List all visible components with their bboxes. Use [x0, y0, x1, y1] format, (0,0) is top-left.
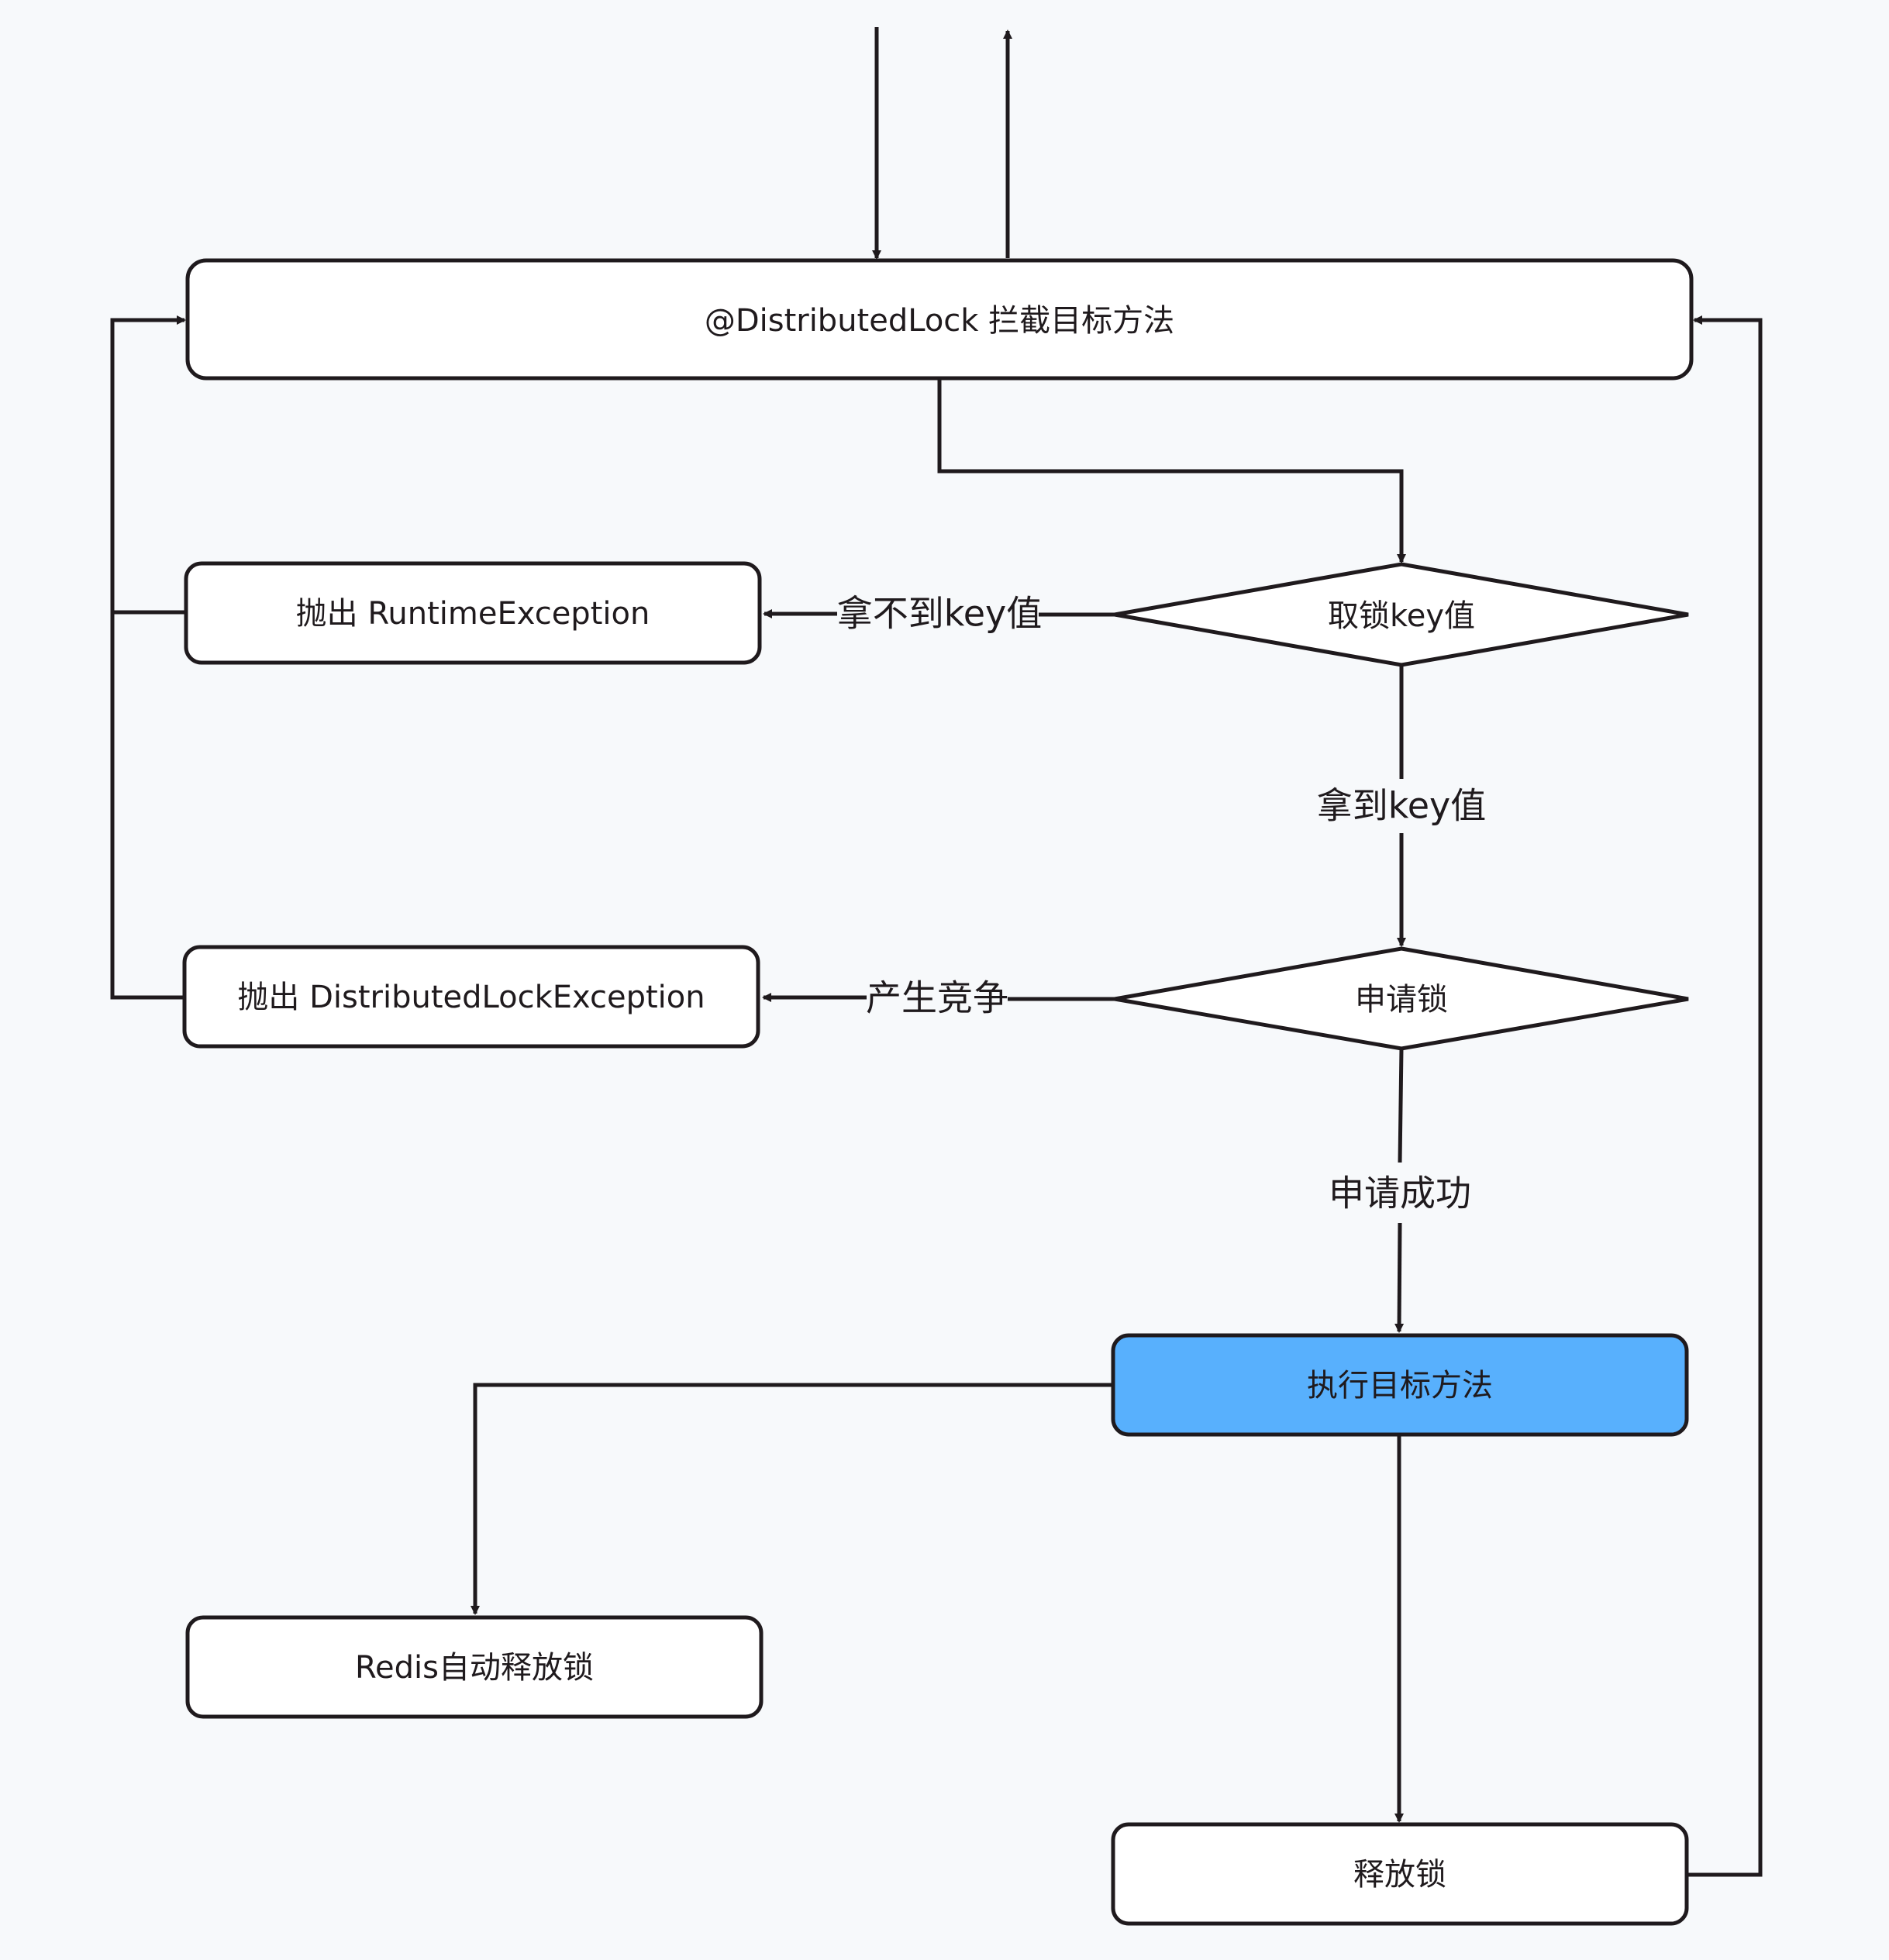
- edge-label-no-key: 拿不到key值: [837, 593, 1043, 635]
- edge-label-got-key: 拿到key值: [1317, 785, 1487, 827]
- node-throw-runtime-label: 抛出 RuntimeException: [296, 596, 650, 632]
- edge-label-apply-success: 申请成功: [1329, 1173, 1471, 1214]
- edge-success-segment: [1398, 1048, 1404, 1163]
- node-throw-runtime: 抛出 RuntimeException: [184, 561, 762, 665]
- node-get-key-label: 取锁key值: [1328, 598, 1475, 634]
- node-apply-lock: 申请锁: [1114, 946, 1689, 1051]
- node-redis-release: Redis自动释放锁: [185, 1615, 764, 1719]
- edge-label-contention: 产生竞争: [866, 977, 1008, 1019]
- node-throw-lock-exception-label: 抛出 DistributedLockException: [237, 980, 705, 1015]
- node-release: 释放锁: [1111, 1822, 1689, 1926]
- edge-success-arrow: [1394, 1222, 1405, 1333]
- node-release-label: 释放锁: [1353, 1857, 1446, 1893]
- edge-execute-to-redis: [471, 1383, 1112, 1615]
- node-intercept: @DistributedLock 拦截目标方法: [185, 258, 1694, 381]
- edge-lockex-loop: [110, 612, 183, 1000]
- node-apply-lock-label: 申请锁: [1355, 982, 1448, 1018]
- edge-release-loop: [1687, 315, 1763, 1877]
- node-intercept-label: @DistributedLock 拦截目标方法: [705, 303, 1174, 339]
- node-execute: 执行目标方法: [1111, 1333, 1689, 1437]
- node-throw-lock-exception: 抛出 DistributedLockException: [182, 945, 760, 1049]
- edge-runtime-loop: [110, 315, 186, 615]
- node-execute-label: 执行目标方法: [1307, 1368, 1493, 1404]
- edge-intercept-to-getkey: [937, 380, 1406, 563]
- node-get-key: 取锁key值: [1114, 562, 1689, 667]
- node-redis-release-label: Redis自动释放锁: [355, 1650, 594, 1686]
